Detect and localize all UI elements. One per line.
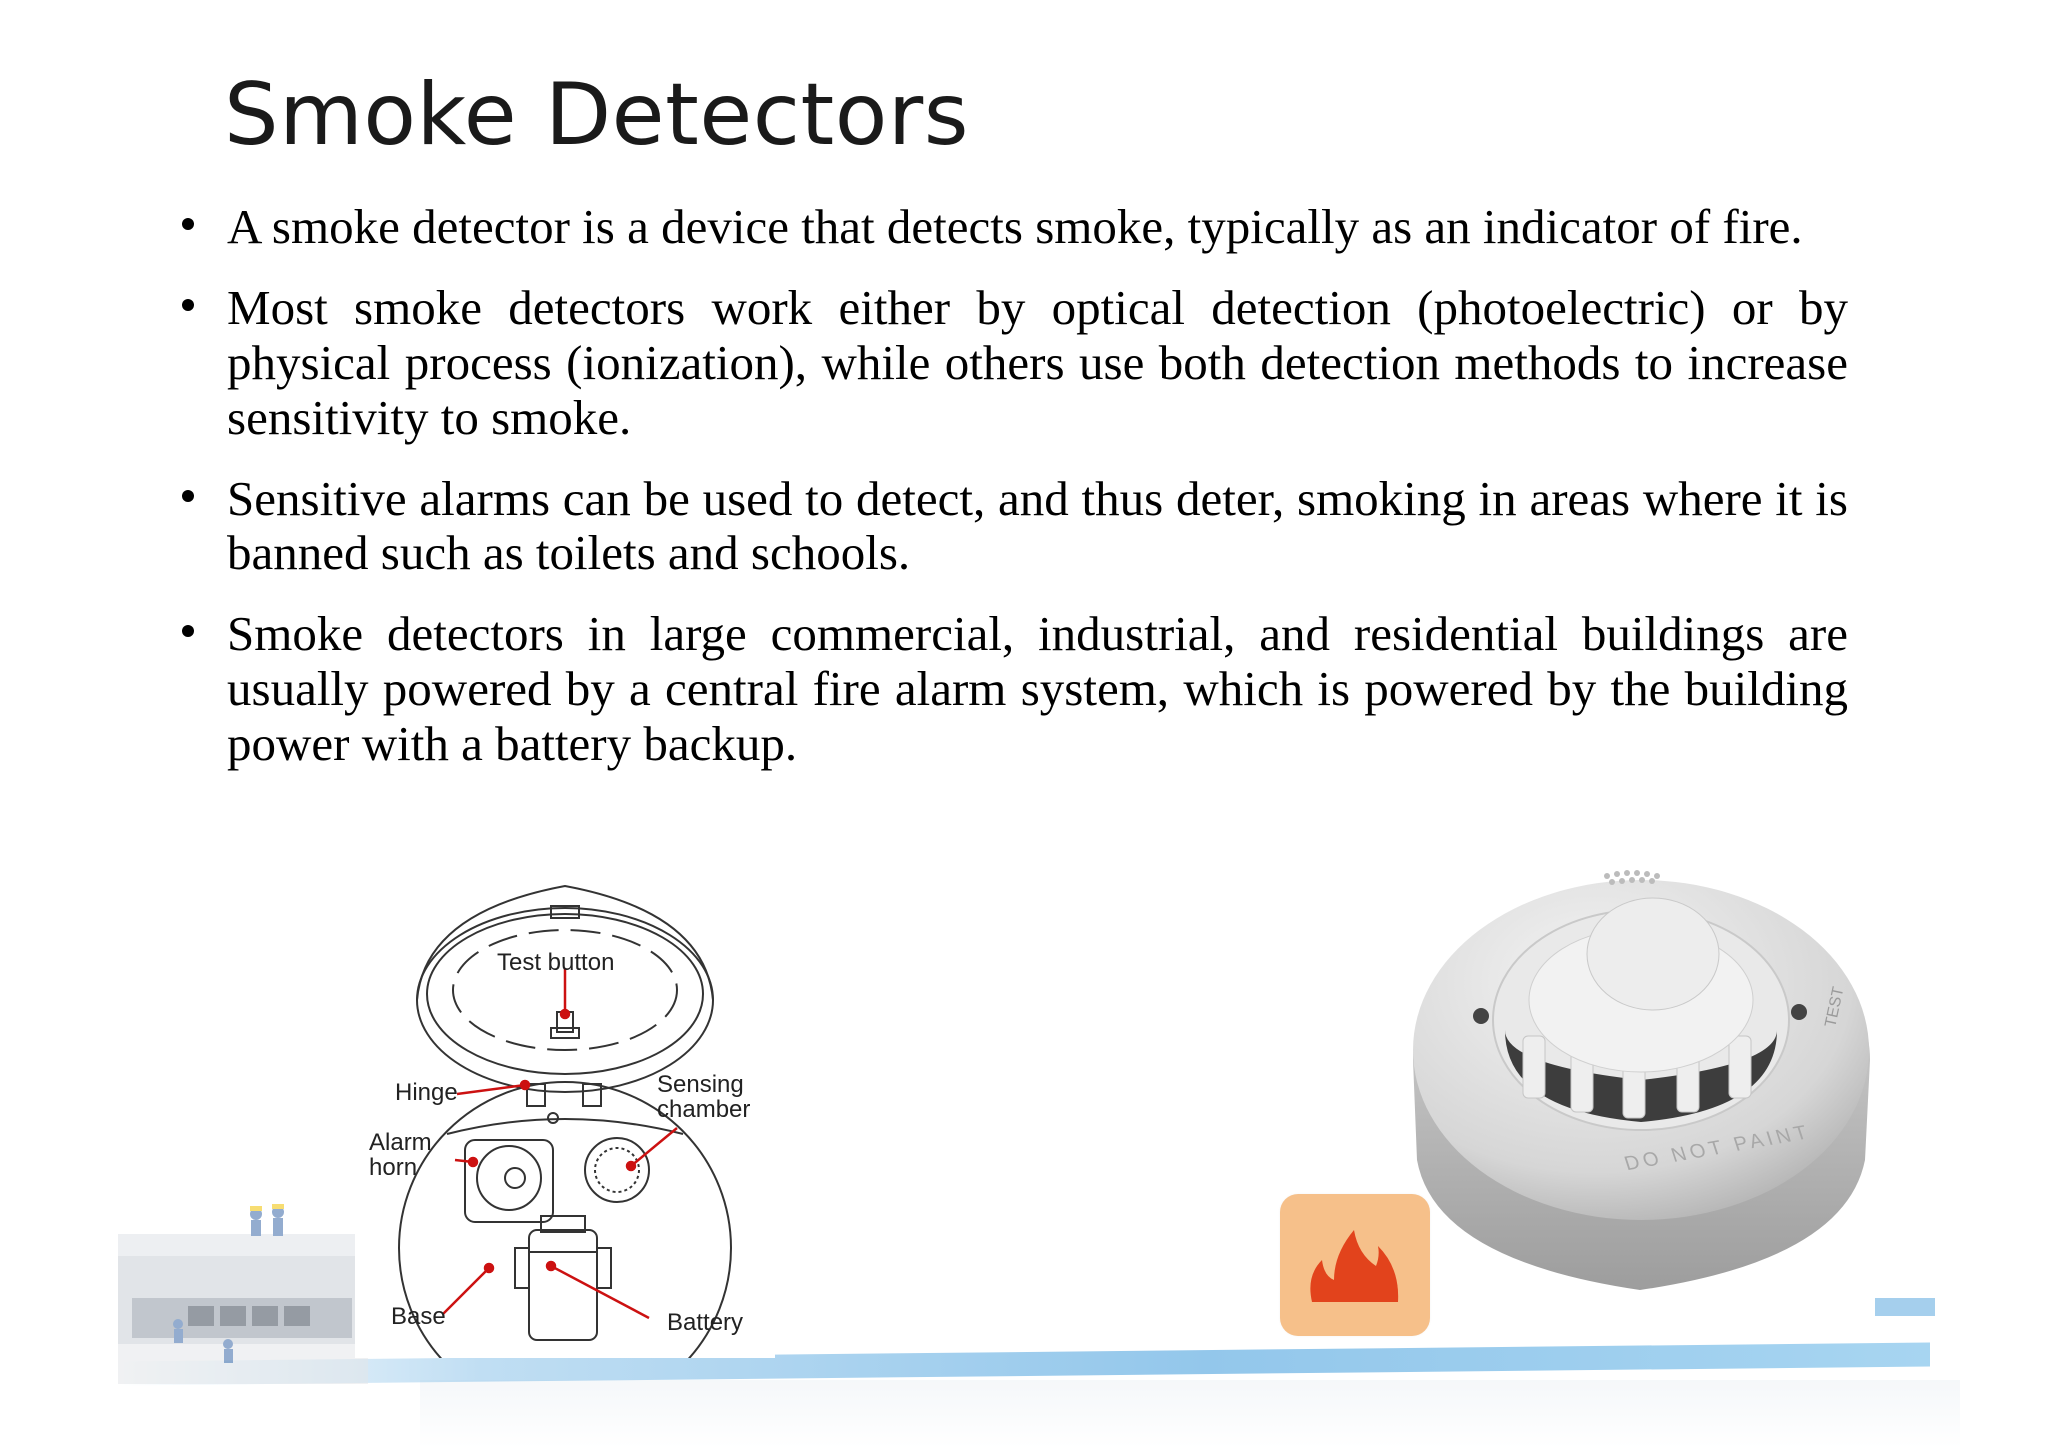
bullet-text: Sensitive alarms can be used to detect, …: [227, 470, 1848, 581]
label-sensing-chamber: Sensing chamber: [657, 1071, 751, 1124]
bullet-dot-icon: [182, 625, 194, 638]
diagram-drawing: [398, 884, 732, 1358]
bullet-text: A smoke detector is a device that detect…: [227, 199, 1803, 254]
fire-icon: [1310, 1230, 1399, 1302]
slide-title: Smoke Detectors: [224, 65, 970, 165]
label-battery: Battery: [667, 1309, 744, 1336]
smoke-detector-diagram: Test button Hinge Sensing chamber Alarm …: [355, 872, 775, 1358]
bullet-list: A smoke detector is a device that detect…: [176, 199, 1848, 798]
label-hinge: Hinge: [395, 1079, 458, 1106]
bullet-dot-icon: [182, 298, 194, 311]
label-test-button: Test button: [497, 949, 615, 976]
background-stripe-right: [1875, 1298, 1935, 1316]
bullet-text: Smoke detectors in large commercial, ind…: [227, 606, 1848, 771]
bullet-text: Most smoke detectors work either by opti…: [227, 279, 1848, 445]
fire-icon-tile: [1280, 1194, 1430, 1336]
bullet-item: A smoke detector is a device that detect…: [176, 199, 1848, 255]
background-network-switch-illustration: [118, 1204, 368, 1384]
smoke-detector-photo: TEST DO NOT PAINT: [1413, 870, 1870, 1290]
label-base: Base: [391, 1303, 446, 1330]
label-alarm-horn: Alarm horn: [369, 1129, 432, 1182]
bullet-dot-icon: [182, 489, 194, 502]
bullet-item: Sensitive alarms can be used to detect, …: [176, 470, 1848, 582]
bullet-item: Smoke detectors in large commercial, ind…: [176, 606, 1848, 772]
bullet-item: Most smoke detectors work either by opti…: [176, 279, 1848, 446]
bullet-dot-icon: [182, 218, 194, 230]
background-fade: [420, 1380, 1960, 1448]
